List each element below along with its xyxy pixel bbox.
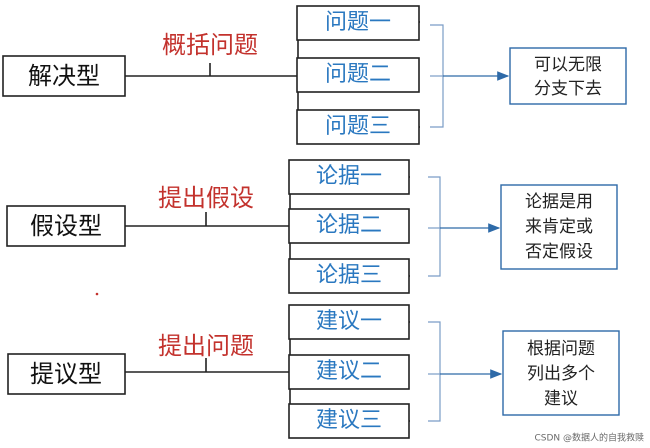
item-box [288, 159, 410, 195]
group-proposal-type: 提议型 提出问题 建议一 建议二 建议三 根据问题 列出多个 建议 [7, 304, 620, 439]
group-hypothesis-type: 假设型 提出假设 论据一 论据二 论据三 论据是用 来肯定或 否定假设 [6, 159, 618, 294]
item-box [296, 5, 420, 41]
type-box [2, 55, 126, 97]
item-label: 论据三 [316, 263, 382, 288]
note-box [509, 47, 627, 105]
item-box [288, 304, 410, 340]
item-box [288, 354, 410, 390]
item-label: 问题一 [325, 10, 391, 35]
center-label: 提出假设 [158, 184, 254, 212]
bracket [428, 321, 441, 422]
note-line: 建议 [544, 389, 578, 409]
item-box [288, 208, 410, 244]
center-label: 提出问题 [158, 332, 254, 360]
item-label: 建议三 [316, 408, 382, 433]
note-line: 列出多个 [527, 364, 595, 384]
item-label: 论据二 [316, 213, 382, 238]
type-box [7, 353, 126, 395]
item-label: 问题三 [325, 114, 391, 139]
item-box [288, 258, 410, 294]
type-label: 解决型 [28, 62, 100, 90]
center-label: 概括问题 [162, 31, 258, 59]
note-line: 否定假设 [525, 242, 593, 262]
item-label: 论据一 [316, 164, 382, 189]
type-label: 提议型 [30, 360, 102, 388]
watermark-text: CSDN @数据人的自我救赎 [534, 432, 644, 444]
note-box [502, 330, 620, 416]
note-line: 来肯定或 [525, 217, 593, 237]
item-label: 建议二 [316, 359, 382, 384]
note-line: 可以无限 [534, 55, 602, 75]
item-label: 建议一 [316, 309, 382, 334]
item-box [296, 57, 420, 93]
note-line: 分支下去 [534, 79, 602, 99]
item-label: 问题二 [325, 62, 391, 87]
stray-dot [95, 292, 99, 296]
type-label: 假设型 [30, 212, 102, 240]
type-box [6, 205, 126, 247]
group-solution-type: 解决型 概括问题 问题一 问题二 问题三 可以无限 分支下去 [2, 5, 627, 145]
note-box [500, 184, 618, 270]
note-line: 论据是用 [525, 192, 593, 212]
item-box [288, 403, 410, 439]
note-line: 根据问题 [527, 339, 595, 359]
bracket [428, 176, 441, 277]
item-box [296, 109, 420, 145]
